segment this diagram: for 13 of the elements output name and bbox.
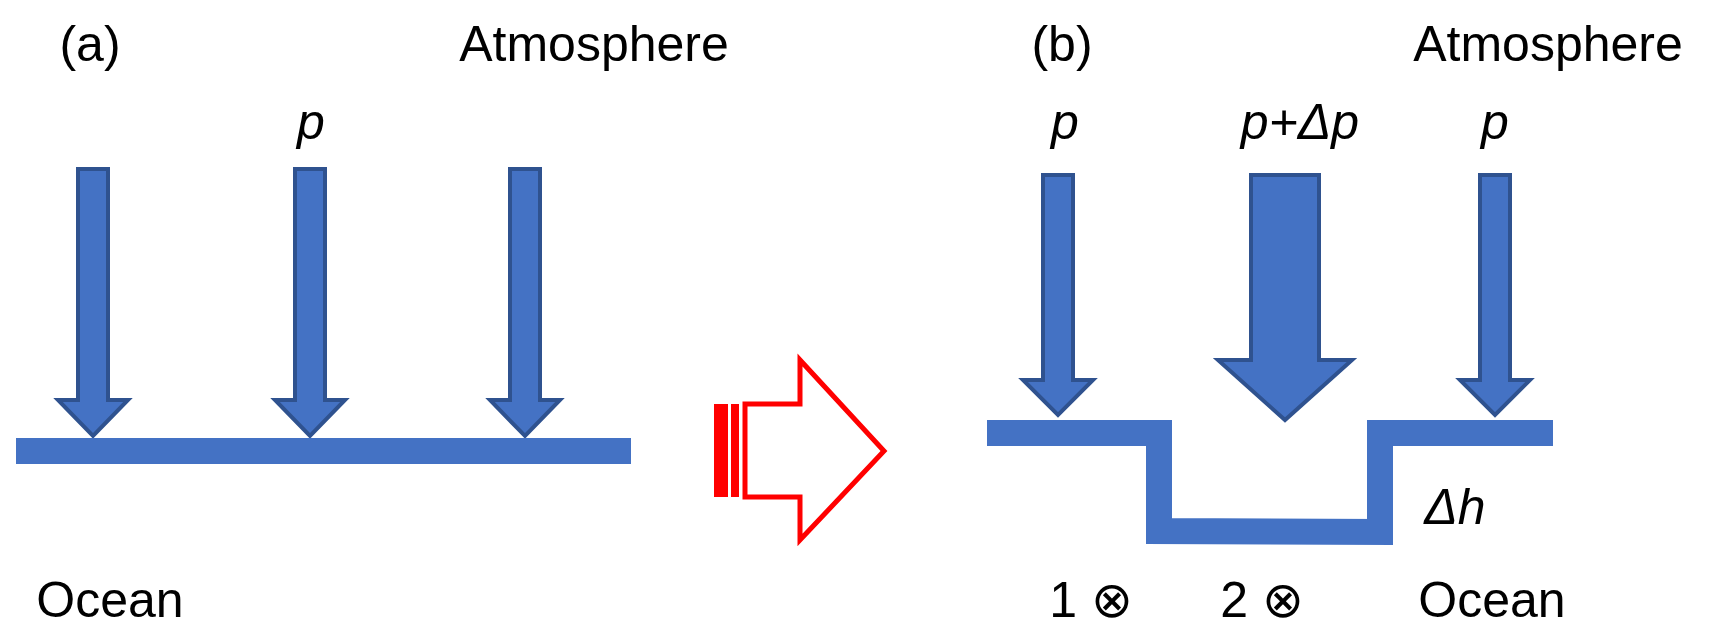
region-label: Ocean	[36, 572, 184, 626]
panel-label: (b)	[1031, 16, 1093, 72]
pressure-label: p	[1051, 94, 1079, 150]
pressure-label: p+Δp	[1240, 94, 1360, 150]
point-label: 1 ⊗	[1049, 572, 1133, 626]
height-label: Δh	[1424, 479, 1486, 535]
panel-label: (a)	[59, 16, 121, 72]
pressure-label: p	[1481, 94, 1509, 150]
region-label: Atmosphere	[459, 16, 729, 72]
pressure-label: p	[297, 94, 325, 150]
region-label: Atmosphere	[1413, 16, 1683, 72]
region-label: Ocean	[1418, 572, 1566, 626]
point-label: 2 ⊗	[1220, 572, 1304, 626]
